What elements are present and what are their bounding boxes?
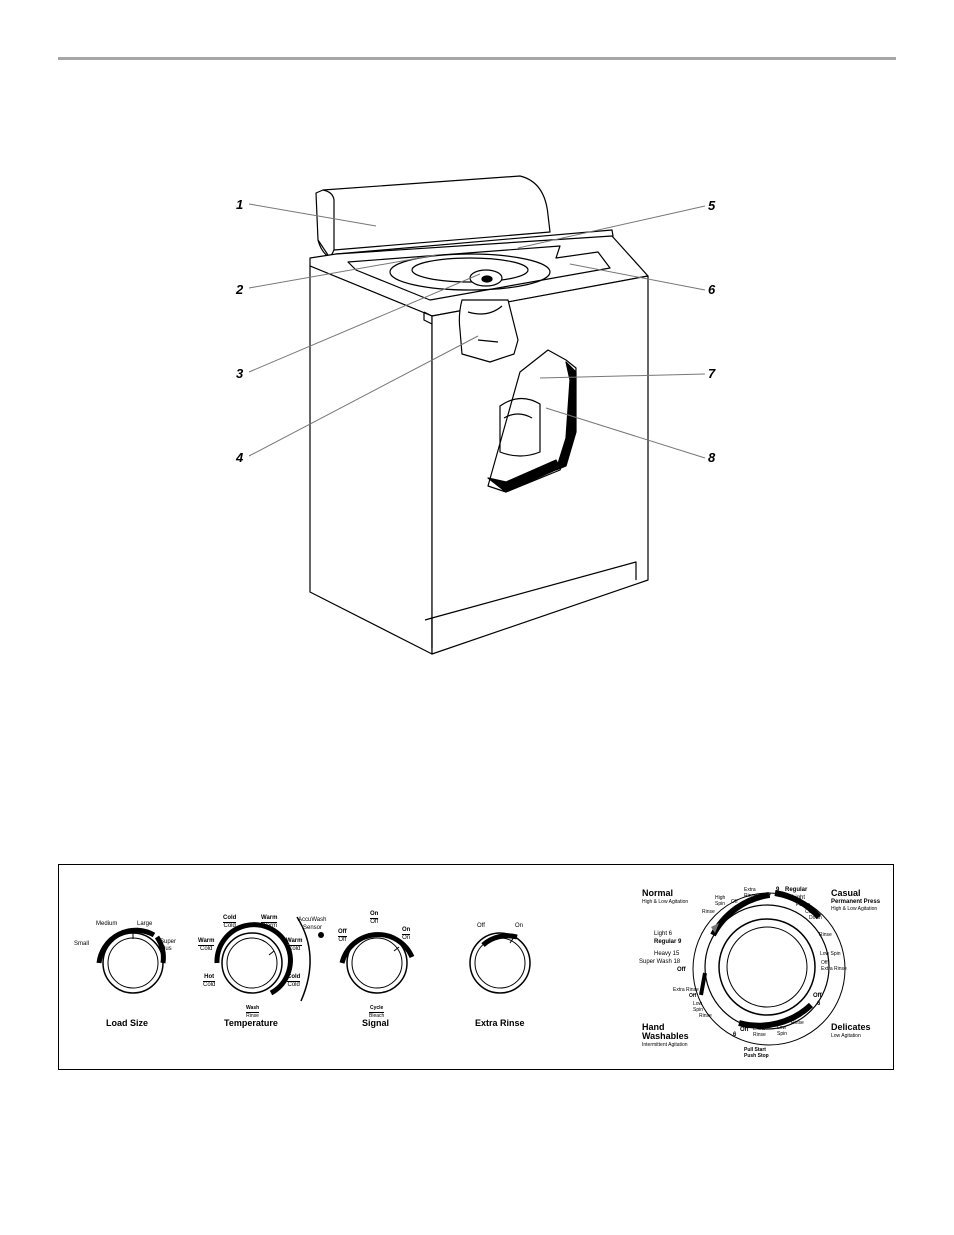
dial-rinse-right: Rinse bbox=[819, 932, 832, 938]
top-rule bbox=[58, 57, 896, 60]
dial-extra-top-a: Extra bbox=[744, 887, 756, 893]
extra-rinse-on: On bbox=[515, 923, 524, 929]
temperature-knob[interactable] bbox=[214, 916, 324, 1002]
dial-cool: Cool bbox=[805, 909, 816, 915]
dial-regular: Regular bbox=[785, 887, 808, 893]
dial-pull-start: Pull Start bbox=[744, 1047, 766, 1053]
washer-illustration bbox=[248, 175, 706, 655]
dial-regular-9: Regular 9 bbox=[654, 939, 682, 945]
dial-rinse-left: Rinse bbox=[702, 909, 715, 915]
temperature-label: Temperature bbox=[224, 1018, 278, 1028]
dial-low-spin-right: Low Spin bbox=[820, 951, 841, 957]
dial-high-spin: High Spin bbox=[715, 895, 726, 907]
dial-extra-rinse-left: Extra Rinse bbox=[673, 987, 699, 993]
dial-off-top: Off bbox=[731, 899, 738, 905]
load-size-small: Small bbox=[74, 941, 90, 947]
dial-spin-left: Spin bbox=[693, 1007, 704, 1013]
callout-3: 3 bbox=[236, 366, 244, 381]
dial-off-left-lower: Off bbox=[689, 993, 697, 999]
dial-low-bottom: Low bbox=[777, 1025, 787, 1031]
dial-rinse-left-bottom: Rinse bbox=[699, 1013, 712, 1019]
dial-pause: Pause bbox=[796, 902, 811, 908]
load-size-label: Load Size bbox=[106, 1018, 149, 1028]
dial-rinse-bottom-right: Rinse bbox=[791, 1020, 804, 1026]
cycle-hand: Hand bbox=[642, 1022, 665, 1032]
cycle-normal: Normal bbox=[642, 888, 674, 898]
dial-super-wash-18: Super Wash 18 bbox=[639, 959, 681, 965]
callout-7: 7 bbox=[708, 366, 716, 381]
signal-knob[interactable] bbox=[339, 932, 415, 994]
load-size-large: Large bbox=[137, 921, 153, 927]
callout-4: 4 bbox=[236, 450, 244, 465]
dial-off-extra-b: Extra Rinse bbox=[821, 966, 847, 972]
control-panel: Small Medium Large Super Plus Load Size … bbox=[58, 864, 894, 1070]
accuwash-label: AccuWash bbox=[298, 917, 327, 923]
cycle-casual: Casual bbox=[831, 888, 861, 898]
callout-5: 5 bbox=[708, 198, 716, 213]
dial-rinse-bottom: Rinse bbox=[753, 1032, 766, 1038]
cycle-selector-dial[interactable] bbox=[692, 890, 846, 1046]
dial-off-left: Off bbox=[677, 967, 686, 973]
callout-1: 1 bbox=[236, 197, 244, 212]
extra-rinse-label: Extra Rinse bbox=[475, 1018, 525, 1028]
panel-graphics bbox=[96, 890, 846, 1046]
dial-down: Down bbox=[809, 915, 822, 921]
dial-spin-bottom: Spin bbox=[777, 1031, 788, 1037]
load-size-super: Super bbox=[160, 939, 177, 945]
cycle-hand-sub: Intermittent Agitation bbox=[642, 1042, 688, 1048]
dial-off-6-right: Off bbox=[813, 993, 822, 999]
callout-6: 6 bbox=[708, 282, 716, 297]
dial-9: 9 bbox=[776, 887, 780, 893]
callout-8: 8 bbox=[708, 450, 716, 465]
dial-low-left: Low bbox=[693, 1001, 703, 1007]
dial-6-light: 6 Light bbox=[787, 895, 806, 901]
cycle-washables: Washables bbox=[642, 1031, 689, 1041]
dial-extra-top-b: Rinse bbox=[744, 893, 757, 899]
cycle-delicates-sub: Low Agitation bbox=[831, 1033, 861, 1039]
cycle-delicates: Delicates bbox=[831, 1022, 871, 1032]
load-size-knob[interactable] bbox=[96, 927, 166, 994]
dial-heavy-15: Heavy 15 bbox=[654, 951, 680, 957]
dial-off-extra-a: Off bbox=[821, 960, 828, 966]
dial-off-9: Off bbox=[762, 894, 771, 900]
dial-6-bottom: 6 bbox=[733, 1032, 737, 1038]
cycle-normal-sub: High & Low Agitation bbox=[642, 899, 689, 905]
dial-extra-bottom: Extra bbox=[753, 1026, 765, 1032]
dial-light-6: Light 6 bbox=[654, 931, 673, 937]
extra-rinse-knob[interactable] bbox=[469, 932, 531, 994]
sensor-label: Sensor bbox=[303, 925, 323, 931]
signal-label: Signal bbox=[362, 1018, 390, 1028]
load-size-plus: Plus bbox=[160, 946, 172, 952]
cycle-permanent-press: Permanent Press bbox=[831, 899, 881, 905]
extra-rinse-off: Off bbox=[477, 923, 485, 929]
callout-2: 2 bbox=[236, 282, 244, 297]
dial-6-right: 6 bbox=[817, 1001, 821, 1007]
cycle-casual-sub: High & Low Agitation bbox=[831, 906, 878, 912]
load-size-medium: Medium bbox=[96, 921, 118, 927]
dial-push-stop: Push Stop bbox=[744, 1053, 769, 1059]
dial-off-bottom: Off bbox=[740, 1027, 749, 1033]
